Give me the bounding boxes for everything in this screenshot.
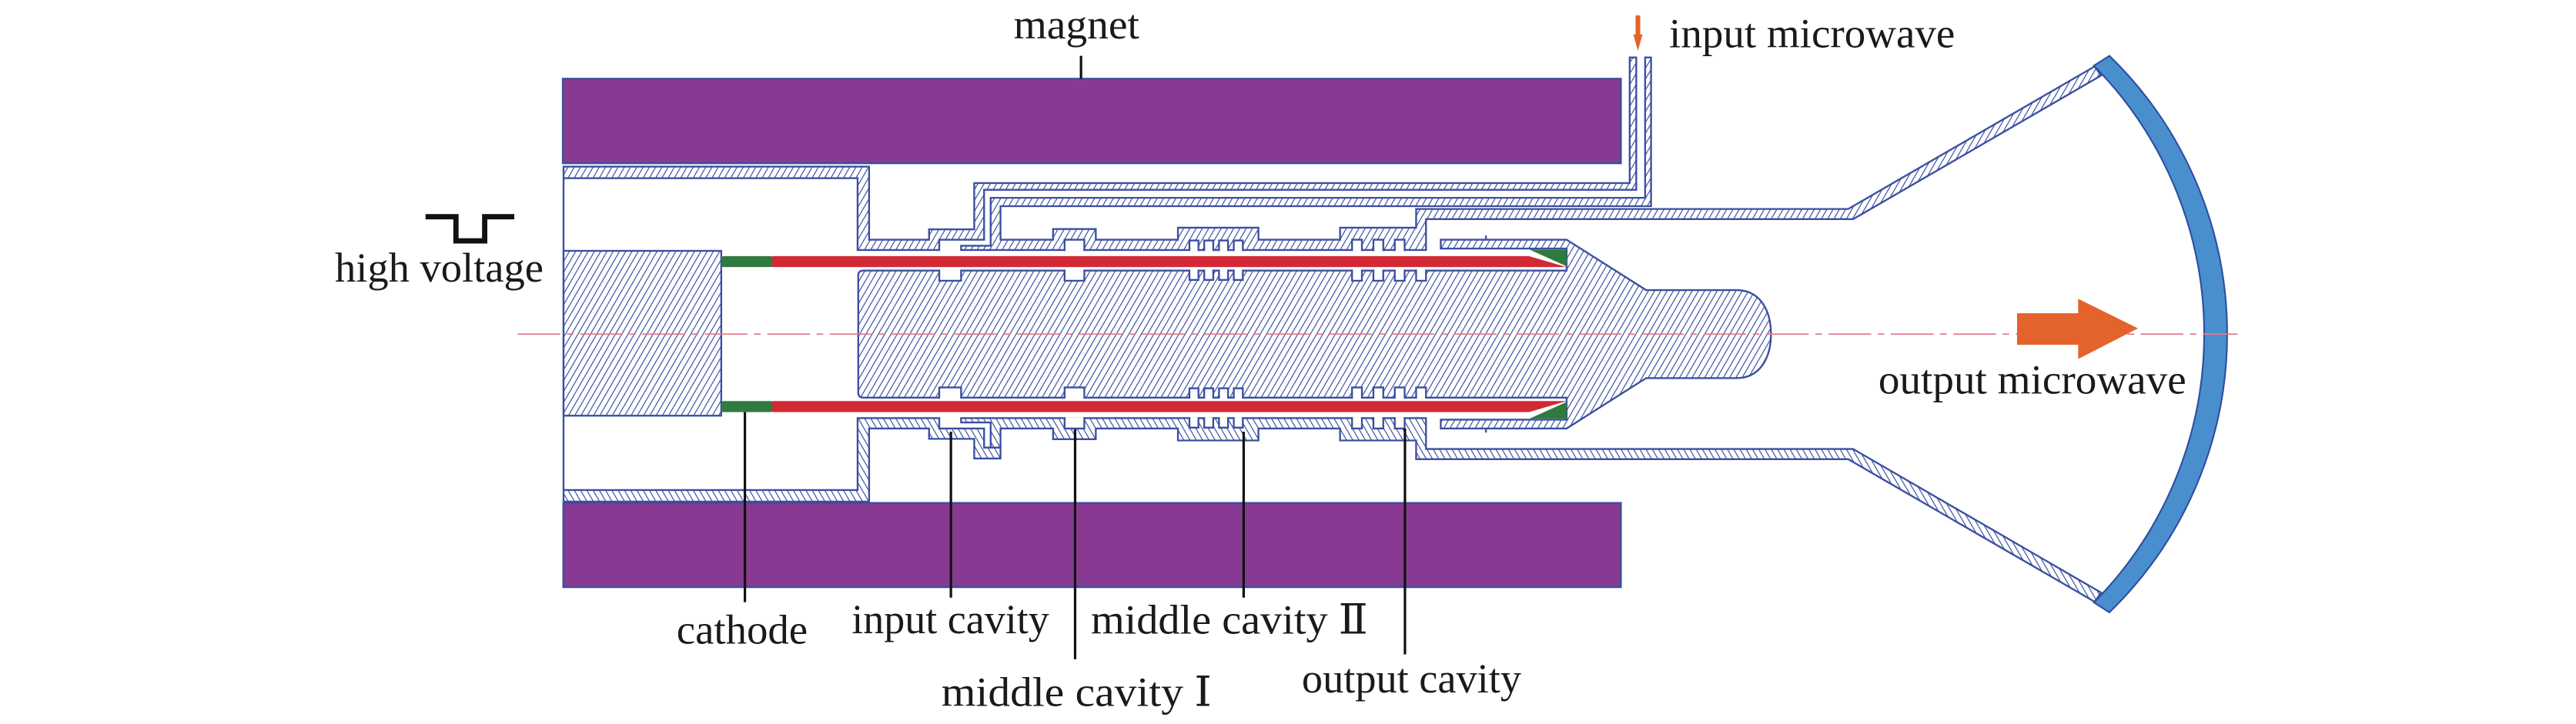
output-microwave-label: output microwave (1878, 357, 2186, 403)
input-cavity-notch (938, 269, 962, 282)
middle-cavity-2-notch (1188, 269, 1199, 281)
middle-cavity-2-notch (1203, 387, 1215, 399)
body-notches-lower (938, 386, 1427, 399)
input-microwave-label: input microwave (1669, 11, 1955, 57)
output-cavity-notch (1372, 269, 1384, 282)
pulse-icon (425, 214, 514, 244)
output-cavity-slot (1393, 417, 1406, 430)
middle-cavity-2-slot (1233, 239, 1244, 252)
outer-housing-lower (562, 417, 1002, 503)
output-cavity-slot (1351, 239, 1363, 252)
output-cavity-slot (1351, 417, 1363, 430)
middle-cavity-2-slot (1188, 239, 1199, 252)
input-cavity-notch (938, 386, 962, 399)
middle-cavity-2-notch (1218, 387, 1229, 399)
middle-cavity-2-notch (1218, 269, 1229, 281)
high-voltage-label: high voltage (335, 245, 544, 291)
cathode-label: cathode (677, 606, 808, 652)
arrow-down-icon (1633, 15, 1643, 52)
cathode-emitter-lower (721, 401, 774, 412)
input-cavity-label: input cavity (851, 596, 1049, 642)
output-cavity-notch (1351, 269, 1363, 282)
cathode-emitter-upper (721, 255, 774, 268)
middle-cavity-2-slot (1218, 417, 1229, 429)
body-notches-upper (938, 269, 1427, 282)
cavity-gaps-upper (1063, 239, 1406, 252)
cavity-wall-upper (960, 56, 2103, 252)
upper-structure (562, 56, 2103, 252)
middle-cavity-1-gap (1063, 417, 1086, 430)
middle-cavity-2-notch (1233, 269, 1244, 281)
magnet-label: magnet (1014, 2, 1139, 48)
output-cavity-notch (1415, 269, 1427, 282)
middle-cavity-2-slot (1203, 239, 1215, 252)
output-cavity-slot (1393, 239, 1406, 252)
middle-cavity-2-slot (1218, 239, 1229, 252)
electron-beam-upper (771, 255, 1567, 268)
middle-cavity-2-notch (1203, 269, 1215, 281)
output-cavity-slot (1372, 417, 1384, 430)
middle-cavity-2-slot (1203, 417, 1215, 429)
middle-cavity-1-notch (1063, 386, 1086, 399)
output-cavity-notch (1372, 386, 1384, 399)
output-cavity-label: output cavity (1302, 656, 1521, 702)
output-cavity-notch (1393, 269, 1406, 282)
output-cavity-notch (1351, 386, 1363, 399)
output-cavity-notch (1415, 386, 1427, 399)
outer-housing-upper (562, 56, 1638, 252)
electron-beam-lower (771, 401, 1567, 412)
output-window (2093, 55, 2228, 614)
middle-cavity-2-slot (1188, 417, 1199, 429)
middle-cavity-1-label: middle cavity Ⅰ (942, 669, 1212, 716)
input-arrow-head (1633, 34, 1643, 52)
middle-cavity-1-gap (1063, 239, 1086, 252)
cavity-gaps-lower (1063, 417, 1406, 430)
cathode-block (562, 249, 723, 417)
output-cavity-slot (1372, 239, 1384, 252)
middle-cavity-1-notch (1063, 269, 1086, 282)
collector-tip-upper (1529, 249, 1567, 267)
middle-cavity-2-notch (1233, 387, 1244, 399)
middle-cavity-2-label: middle cavity Ⅱ (1091, 597, 1368, 643)
input-arrow-shaft (1635, 15, 1641, 36)
arrow-right-icon (2016, 299, 2139, 359)
output-cavity-notch (1393, 386, 1406, 399)
middle-cavity-2-notch (1188, 387, 1199, 399)
magnet-top (561, 78, 1622, 165)
middle-cavity-2-slot (1233, 417, 1244, 429)
magnet-bottom (562, 502, 1622, 589)
